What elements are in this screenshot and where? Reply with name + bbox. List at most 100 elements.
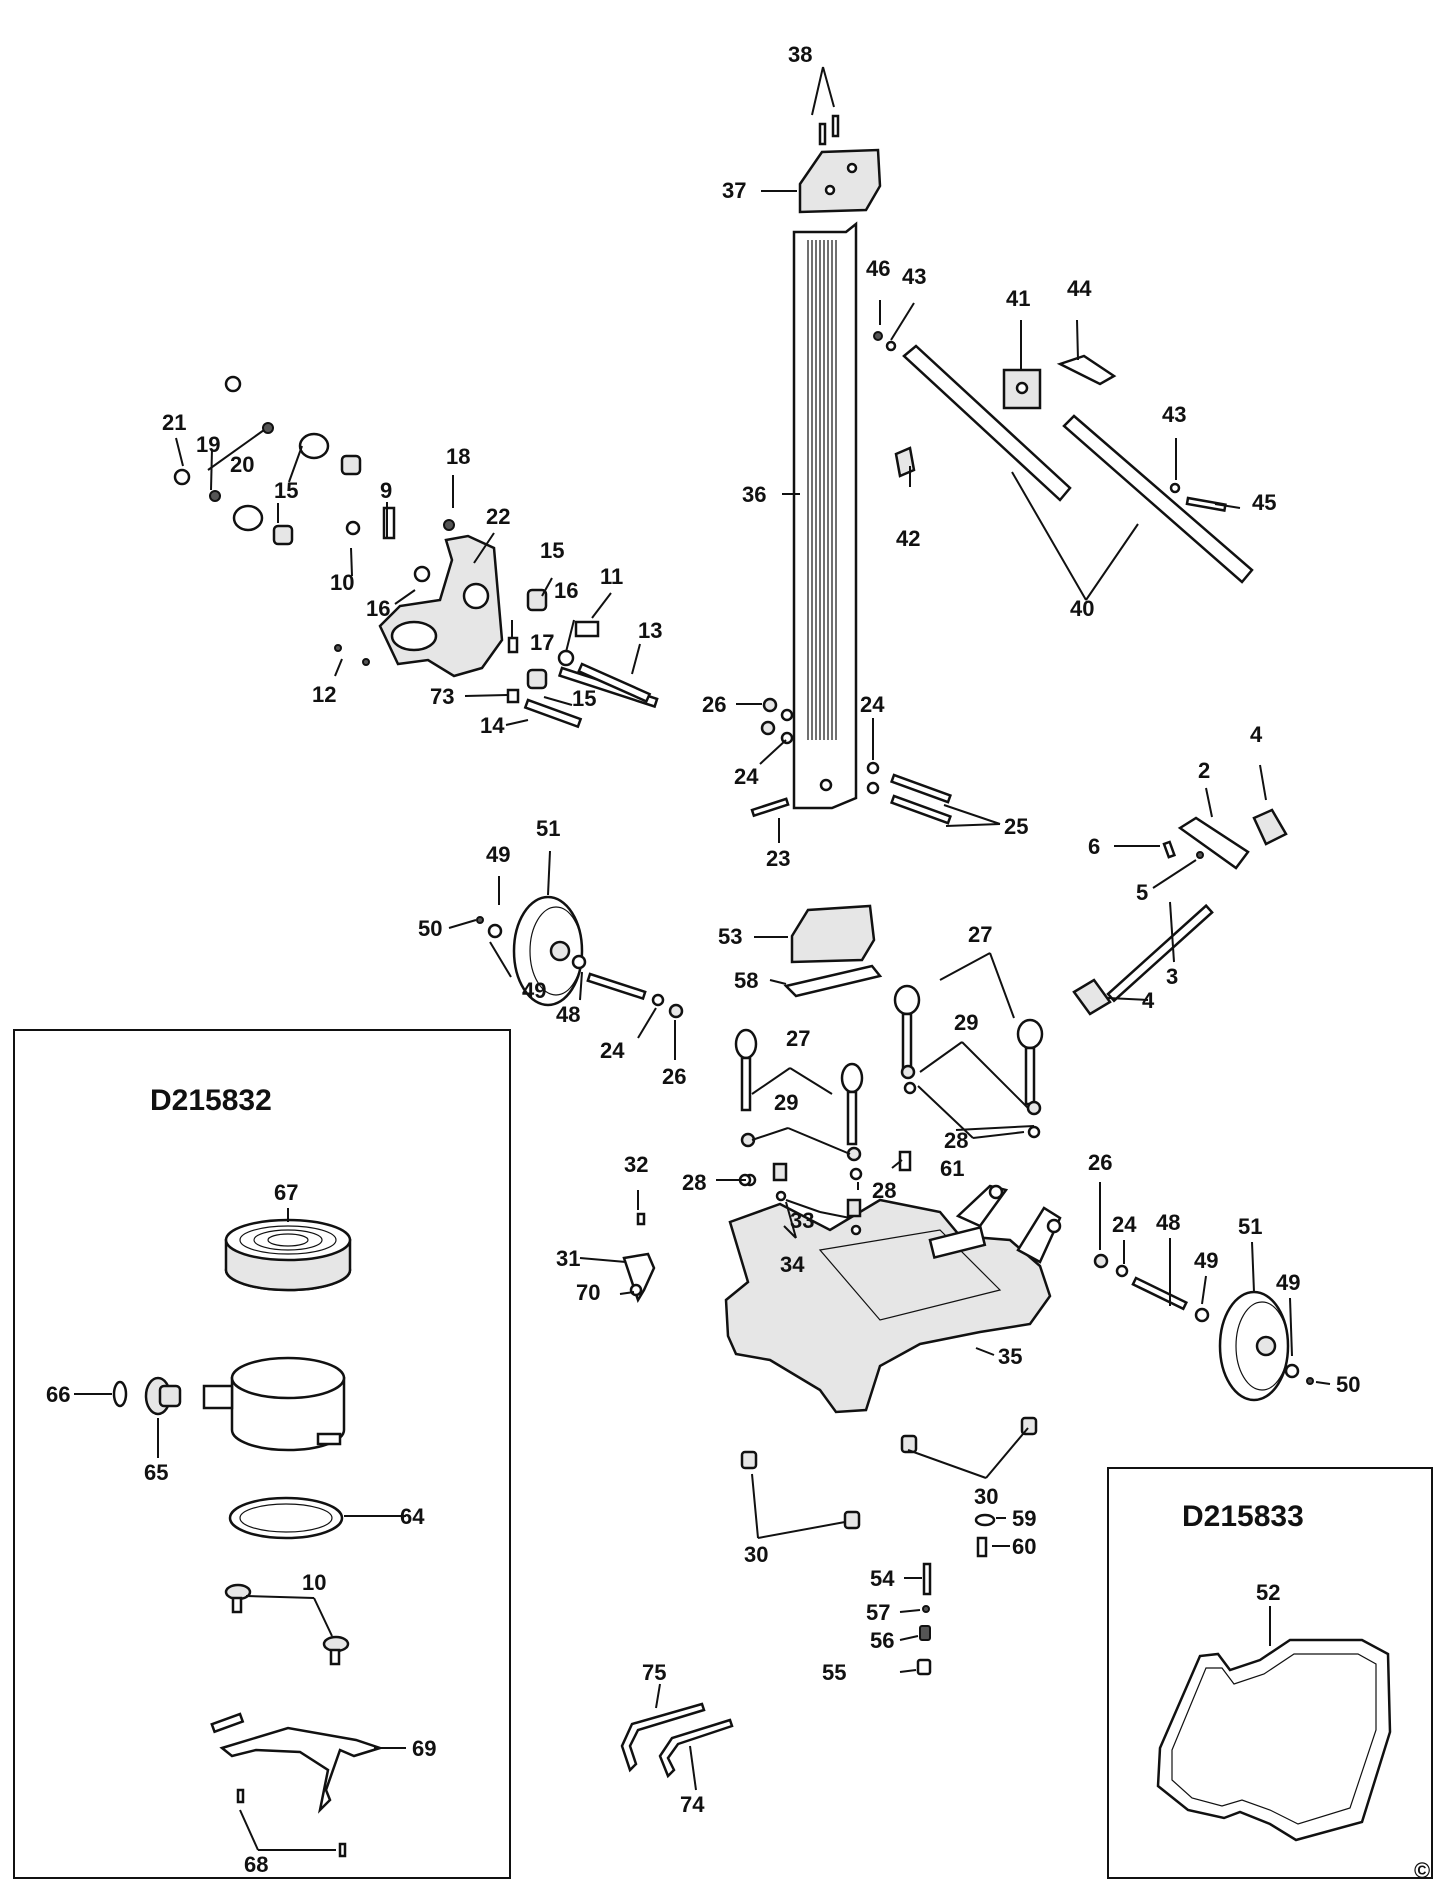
label-73: 73	[430, 684, 454, 709]
label-59: 59	[1012, 1506, 1036, 1531]
label-43: 43	[902, 264, 926, 289]
label-50: 50	[1336, 1372, 1360, 1397]
label-45: 45	[1252, 490, 1276, 515]
label-19: 19	[196, 432, 220, 457]
label-32: 32	[624, 1152, 648, 1177]
label-17: 17	[530, 630, 554, 655]
label-12: 12	[312, 682, 336, 707]
label-15: 15	[572, 686, 596, 711]
label-51: 51	[1238, 1214, 1262, 1239]
kit-title-d215832: D215832	[150, 1084, 272, 1117]
label-27: 27	[786, 1026, 810, 1051]
bottom-cap-part	[783, 904, 883, 998]
label-74: 74	[680, 1792, 705, 1817]
label-57: 57	[866, 1600, 890, 1625]
label-49: 49	[1194, 1248, 1218, 1273]
label-43: 43	[1162, 402, 1186, 427]
label-6: 6	[1088, 834, 1100, 859]
label-24: 24	[860, 692, 885, 717]
label-4: 4	[1250, 722, 1263, 747]
feet-parts	[740, 1416, 1038, 1676]
handle-assembly	[1072, 808, 1288, 1016]
kit-title-d215833: D215833	[1182, 1500, 1304, 1533]
label-65: 65	[144, 1460, 168, 1485]
column-part	[792, 221, 858, 810]
label-40: 40	[1070, 596, 1094, 621]
label-44: 44	[1067, 276, 1092, 301]
label-10: 10	[302, 1570, 326, 1595]
label-67: 67	[274, 1180, 298, 1205]
label-53: 53	[718, 924, 742, 949]
label-2: 2	[1198, 758, 1210, 783]
label-75: 75	[642, 1660, 666, 1685]
label-25: 25	[1004, 814, 1028, 839]
label-24: 24	[600, 1038, 625, 1063]
label-68: 68	[244, 1852, 268, 1877]
wheel-right	[1093, 1253, 1314, 1402]
label-38: 38	[788, 42, 812, 67]
label-64: 64	[400, 1504, 425, 1529]
label-26: 26	[662, 1064, 686, 1089]
label-29: 29	[774, 1090, 798, 1115]
label-56: 56	[870, 1628, 894, 1653]
label-20: 20	[230, 452, 254, 477]
hex-keys	[620, 1702, 734, 1779]
label-31: 31	[556, 1246, 580, 1271]
label-11: 11	[600, 564, 623, 589]
label-51: 51	[536, 816, 560, 841]
label-27: 27	[968, 922, 992, 947]
label-54: 54	[870, 1566, 895, 1591]
kit-box-d215833	[1107, 1467, 1433, 1879]
column-fasteners	[750, 697, 952, 825]
label-24: 24	[1112, 1212, 1137, 1237]
label-24: 24	[734, 764, 759, 789]
label-66: 66	[46, 1382, 70, 1407]
label-46: 46	[866, 256, 890, 281]
label-14: 14	[480, 713, 505, 738]
label-3: 3	[1166, 964, 1178, 989]
copyright-mark: ©	[1414, 1858, 1430, 1883]
label-49: 49	[1276, 1270, 1300, 1295]
label-70: 70	[576, 1280, 600, 1305]
part-labels: 38 37 36 46 43 41 44 43 45 42 40 21 19 2…	[46, 42, 1360, 1877]
label-61: 61	[940, 1156, 964, 1181]
label-49: 49	[522, 978, 546, 1003]
base-part	[724, 1184, 1062, 1414]
label-10: 10	[330, 570, 354, 595]
kit-d215833-parts	[1156, 1638, 1392, 1842]
arm-assembly	[873, 331, 1254, 584]
label-13: 13	[638, 618, 662, 643]
label-30: 30	[744, 1542, 768, 1567]
label-26: 26	[702, 692, 726, 717]
label-15: 15	[540, 538, 564, 563]
label-15: 15	[274, 478, 298, 503]
label-30: 30	[974, 1484, 998, 1509]
label-4: 4	[1142, 988, 1155, 1013]
top-cap-part	[798, 148, 882, 214]
kit-d215832-parts	[112, 1218, 385, 1858]
label-48: 48	[1156, 1210, 1180, 1235]
eye-bolts	[734, 984, 1044, 1187]
label-37: 37	[722, 178, 746, 203]
label-29: 29	[954, 1010, 978, 1035]
label-9: 9	[380, 478, 392, 503]
screws-38	[818, 114, 840, 146]
svg-text:©: ©	[1414, 1858, 1430, 1883]
label-28: 28	[872, 1178, 896, 1203]
label-55: 55	[822, 1660, 846, 1685]
base-small-parts	[622, 1150, 912, 1303]
label-41: 41	[1006, 286, 1030, 311]
label-28: 28	[944, 1128, 968, 1153]
carriage-assembly	[173, 375, 659, 729]
label-16: 16	[366, 596, 390, 621]
label-26: 26	[1088, 1150, 1112, 1175]
label-60: 60	[1012, 1534, 1036, 1559]
label-69: 69	[412, 1736, 436, 1761]
label-52: 52	[1256, 1580, 1280, 1605]
label-5: 5	[1136, 880, 1148, 905]
label-16: 16	[554, 578, 578, 603]
label-23: 23	[766, 846, 790, 871]
label-18: 18	[446, 444, 470, 469]
kit-box-d215832	[13, 1029, 511, 1879]
